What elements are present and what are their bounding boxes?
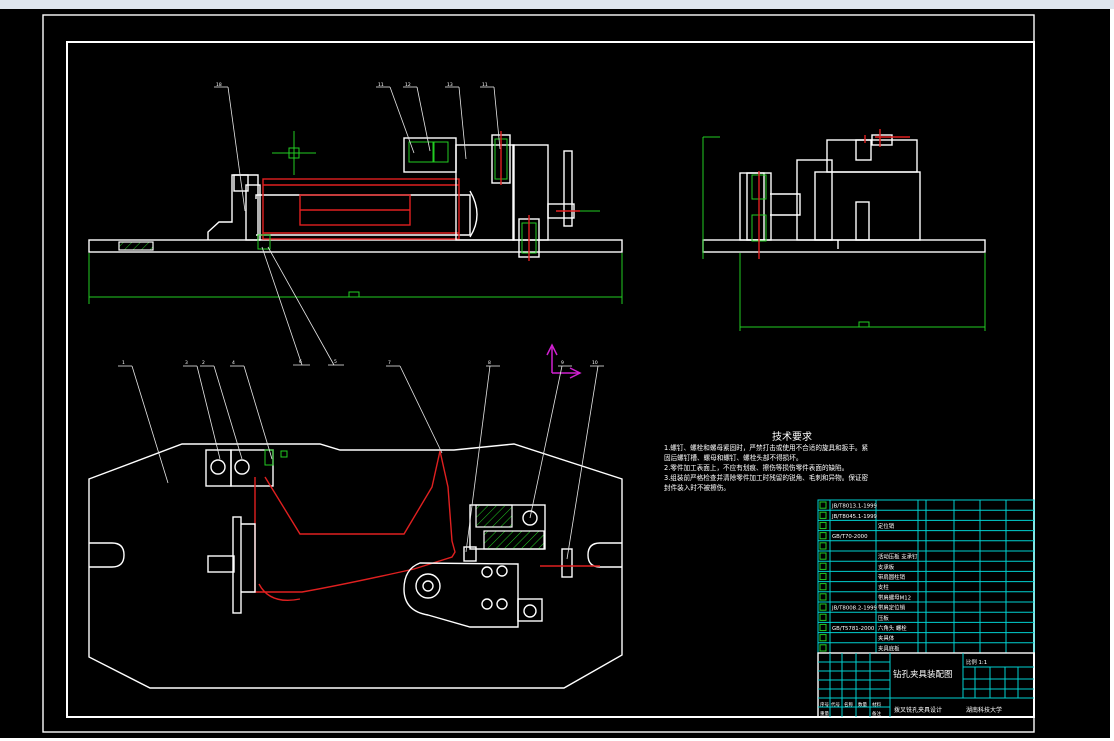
balloon-4: 4	[232, 360, 235, 366]
balloon-9: 9	[561, 360, 564, 366]
row-part-name: 活动压板 支承钉	[878, 553, 918, 561]
table-row: 带肩圆柱销	[819, 572, 906, 581]
row-part-name: 支柱	[878, 583, 889, 591]
row-standard: GB/T5781-2000	[832, 626, 875, 632]
table-row: 夹具底板	[819, 644, 900, 652]
table-row: 支承板	[819, 562, 895, 571]
row-part-name: 六角头 螺栓	[878, 624, 907, 632]
ucs-icon	[546, 343, 582, 379]
scale-label: 比例 1:1	[966, 658, 987, 666]
balloon-5: 5	[334, 359, 337, 365]
row-standard: JB/T8013.1-1999	[831, 504, 877, 510]
balloon-6: 6	[299, 359, 302, 365]
balloon-10: 10	[592, 360, 598, 366]
row-part-name: 压板	[878, 614, 889, 622]
window-top-bar	[0, 0, 1114, 9]
header-weight: 重量	[820, 710, 829, 717]
balloon-18: 18	[216, 82, 222, 88]
balloon-7: 7	[388, 360, 391, 366]
tech-heading: 技术要求	[772, 430, 812, 443]
row-standard: GB/T70-2000	[832, 534, 868, 540]
part-name: 拨叉铣孔夹具设计	[894, 706, 942, 714]
table-row: 活动压板 支承钉	[819, 552, 918, 561]
outer-border	[42, 14, 1035, 733]
table-row: 定位销	[819, 521, 895, 530]
balloon-8: 8	[488, 360, 491, 366]
tech-line-1: 1.螺钉、螺栓和螺母紧固时，严禁打击或使用不合适的旋具和扳手。紧	[664, 443, 869, 452]
drawing-name: 钻孔夹具装配图	[893, 669, 953, 680]
balloon-13: 13	[447, 82, 453, 88]
table-row: GB/T70-2000	[819, 532, 868, 540]
balloon-leaders-bottom: 1 3 2 4 7 8 9 10	[118, 360, 604, 560]
row-standard: JB/T8045.1-1999	[831, 514, 877, 520]
school-name: 湖南科技大学	[966, 706, 1002, 714]
header-code: 代号	[831, 701, 840, 708]
row-part-name: 带肩定位销	[878, 604, 906, 612]
side-view	[702, 129, 986, 331]
title-block: 钻孔夹具装配图 拨叉铣孔夹具设计 湖南科技大学 比例 1:1 序号 代号 名称 …	[817, 652, 1035, 718]
header-remark: 备注	[872, 710, 881, 717]
header-name: 名称	[844, 701, 853, 708]
balloon-1: 1	[122, 360, 125, 366]
tech-requirements: 技术要求 1.螺钉、螺栓和螺母紧固时，严禁打击或使用不合适的旋具和扳手。紧 固后…	[664, 430, 869, 492]
row-standard: JB/T8008.2-1999	[831, 606, 877, 612]
balloon-12: 12	[405, 82, 411, 88]
balloon-2: 2	[202, 360, 205, 366]
table-row: 支柱	[819, 583, 889, 591]
tech-line-5: 封件装入时不被擦伤。	[664, 483, 730, 492]
row-part-name: 带肩螺母M12	[878, 593, 911, 601]
table-row: 带肩螺母M12	[819, 593, 911, 601]
header-seq: 序号	[820, 701, 829, 708]
row-part-name: 支承板	[878, 563, 895, 571]
header-qty: 数量	[858, 701, 867, 708]
front-view	[88, 131, 623, 304]
row-part-name: 夹具体	[878, 634, 895, 642]
cad-drawing-canvas[interactable]: 18 11 12 13 11 6 5 1 3 2	[0, 9, 1110, 738]
top-view	[88, 443, 623, 689]
table-row: 压板	[819, 613, 889, 622]
balloon-11b: 11	[482, 82, 488, 88]
balloon-3: 3	[185, 360, 188, 366]
balloon-11a: 11	[378, 82, 384, 88]
table-row	[819, 542, 827, 550]
drawing-sheet: 18 11 12 13 11 6 5 1 3 2	[42, 14, 1035, 733]
table-row: 夹具体	[819, 634, 895, 642]
inner-frame	[66, 41, 1035, 718]
balloon-leaders-top: 18 11 12 13 11 6 5	[214, 82, 501, 366]
row-part-name: 夹具底板	[878, 644, 900, 652]
table-row: JB/T8045.1-1999	[819, 511, 877, 520]
table-row: JB/T8013.1-1999	[819, 501, 877, 510]
tech-line-4: 3.组装前严格检查并清除零件加工时残留的锐角、毛刺和异物。保证密	[664, 473, 869, 482]
header-material: 材料	[872, 701, 881, 708]
tech-line-3: 2.零件加工表面上，不应有划痕、擦伤等损伤零件表面的缺陷。	[664, 463, 848, 472]
row-part-name: 带肩圆柱销	[878, 573, 906, 581]
tech-line-2: 固后螺钉槽、螺母和螺钉、螺栓头部不得损坏。	[664, 453, 802, 462]
row-part-name: 定位销	[878, 522, 895, 530]
